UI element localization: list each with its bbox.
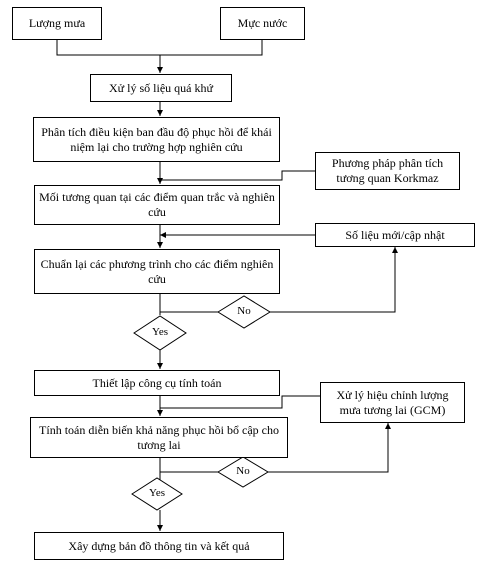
rain-correction-box: Xử lý hiệu chỉnh lượng mưa tương lai (GC… xyxy=(320,382,465,423)
edge-korkmaz xyxy=(160,170,315,181)
edge-rainfall xyxy=(56,40,160,56)
analyze-initial-box: Phân tích điều kiện ban đầu độ phục hồi … xyxy=(33,117,280,162)
water-level-box: Mực nước xyxy=(220,7,305,40)
decision1-no-diamond xyxy=(217,295,271,329)
edge-decision2-no-loop xyxy=(268,423,391,473)
edge-water-level xyxy=(160,40,263,56)
compute-future-box: Tính toán diễn biến khả năng phục hồi bổ… xyxy=(30,417,288,458)
new-data-box: Số liệu mới/cập nhật xyxy=(315,223,475,247)
decision1-yes-diamond xyxy=(133,315,187,351)
decision1-no-label: No xyxy=(237,305,251,317)
decision2-yes-label: Yes xyxy=(148,487,165,499)
build-map-box: Xây dựng bản đồ thông tin và kết quả xyxy=(34,532,284,560)
korkmaz-method-box: Phương pháp phân tích tương quan Korkmaz xyxy=(315,152,460,190)
decision2-yes-diamond xyxy=(131,477,183,511)
correlation-box: Mối tương quan tại các điểm quan trắc và… xyxy=(34,185,280,225)
decision2-no-label: No xyxy=(236,465,250,477)
decision2-no-diamond xyxy=(217,456,269,488)
setup-tools-box: Thiết lập công cụ tính toán xyxy=(34,370,280,396)
process-past-data-box: Xử lý số liệu quá khứ xyxy=(90,74,232,102)
rainfall-box: Lượng mưa xyxy=(12,7,102,40)
edge-gcm xyxy=(160,395,320,409)
recalibrate-box: Chuẩn lại các phương trình cho các điểm … xyxy=(34,249,280,294)
decision1-yes-label: Yes xyxy=(151,326,168,338)
edge-decision1-no-loop xyxy=(270,247,398,313)
